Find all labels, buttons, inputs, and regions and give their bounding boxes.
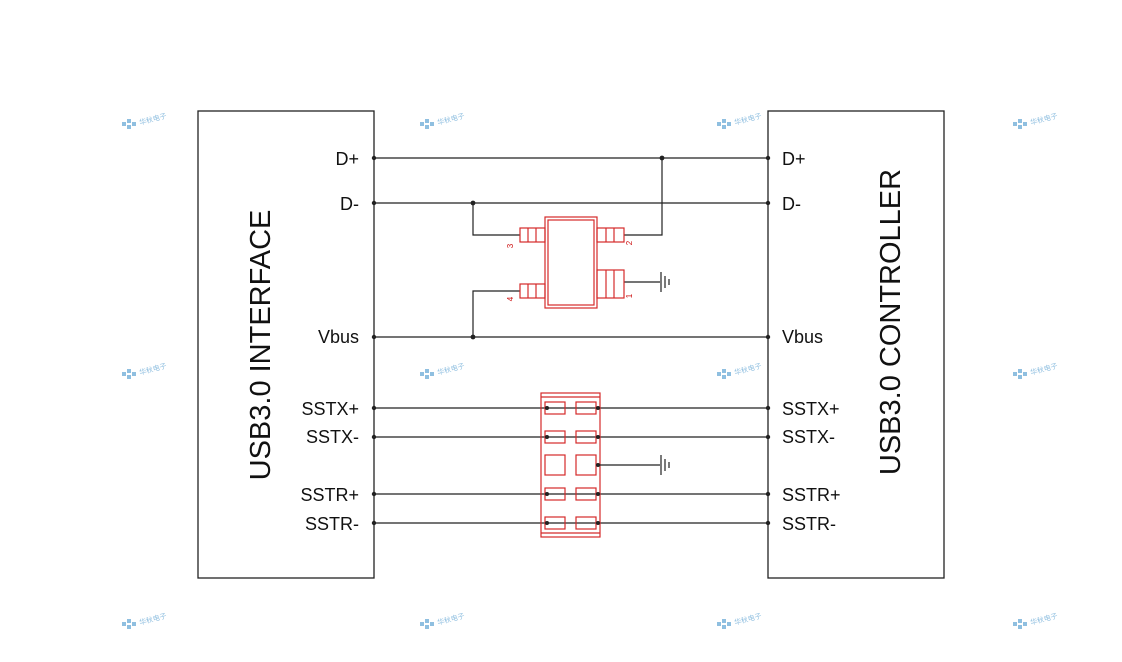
watermark-logo: 华秋电子 bbox=[420, 111, 466, 129]
svg-text:华秋电子: 华秋电子 bbox=[733, 611, 762, 627]
svg-text:华秋电子: 华秋电子 bbox=[1029, 361, 1058, 377]
right-pin-label-sstx-plus: SSTX+ bbox=[782, 399, 840, 419]
svg-text:华秋电子: 华秋电子 bbox=[138, 361, 167, 377]
watermark-logo: 华秋电子 bbox=[717, 361, 763, 379]
watermark-logo: 华秋电子 bbox=[1013, 611, 1059, 629]
svg-text:华秋电子: 华秋电子 bbox=[1029, 111, 1058, 127]
watermark-logo: 华秋电子 bbox=[717, 611, 763, 629]
left-pin-label-sstr-minus: SSTR- bbox=[305, 514, 359, 534]
watermark-logo: 华秋电子 bbox=[1013, 111, 1059, 129]
usb-interface-block bbox=[197, 110, 375, 579]
right-pin-label-dplus: D+ bbox=[782, 149, 806, 169]
watermark-logo: 华秋电子 bbox=[122, 111, 168, 129]
left-pin-label-sstx-minus: SSTX- bbox=[306, 427, 359, 447]
svg-text:华秋电子: 华秋电子 bbox=[733, 361, 762, 377]
esd-pin-3-label: 3 bbox=[506, 243, 515, 248]
esd-pin-4-label: 4 bbox=[506, 296, 515, 301]
watermark-logo: 华秋电子 bbox=[420, 611, 466, 629]
usb-controller-title: USB3.0 CONTROLLER bbox=[875, 169, 907, 475]
left-pin-label-dplus: D+ bbox=[335, 149, 359, 169]
watermark-logo: 华秋电子 bbox=[717, 111, 763, 129]
left-pin-label-vbus: Vbus bbox=[318, 327, 359, 347]
left-pin-label-dminus: D- bbox=[340, 194, 359, 214]
svg-text:华秋电子: 华秋电子 bbox=[436, 611, 465, 627]
svg-text:华秋电子: 华秋电子 bbox=[138, 611, 167, 627]
right-pin-label-dminus: D- bbox=[782, 194, 801, 214]
left-pin-label-sstx-plus: SSTX+ bbox=[301, 399, 359, 419]
usb-interface-title: USB3.0 INTERFACE bbox=[245, 210, 277, 481]
esd-pin-2-label: 2 bbox=[625, 240, 634, 245]
watermark-logo: 华秋电子 bbox=[420, 361, 466, 379]
watermark-logo: 华秋电子 bbox=[122, 361, 168, 379]
usb-controller-block bbox=[767, 110, 945, 579]
esd-diode-chip bbox=[519, 216, 625, 309]
svg-text:华秋电子: 华秋电子 bbox=[138, 111, 167, 127]
pin-terminal-dots bbox=[371, 155, 771, 526]
ss-array-pass-dots bbox=[545, 406, 600, 525]
right-pin-label-sstr-minus: SSTR- bbox=[782, 514, 836, 534]
ss-esd-array-chip bbox=[540, 392, 601, 538]
svg-text:华秋电子: 华秋电子 bbox=[436, 361, 465, 377]
svg-text:华秋电子: 华秋电子 bbox=[1029, 611, 1058, 627]
esd-pin-1-label: 1 bbox=[625, 293, 634, 298]
watermark-logo: 华秋电子 bbox=[122, 611, 168, 629]
ground-symbol-top bbox=[660, 272, 670, 292]
right-pin-label-sstx-minus: SSTX- bbox=[782, 427, 835, 447]
svg-text:华秋电子: 华秋电子 bbox=[733, 111, 762, 127]
right-pin-label-sstr-plus: SSTR+ bbox=[782, 485, 841, 505]
watermark-logo: 华秋电子 bbox=[1013, 361, 1059, 379]
svg-text:华秋电子: 华秋电子 bbox=[436, 111, 465, 127]
left-pin-label-sstr-plus: SSTR+ bbox=[300, 485, 359, 505]
ground-symbol-bottom bbox=[660, 455, 670, 475]
esd-chip-wiring bbox=[470, 155, 665, 340]
right-pin-label-vbus: Vbus bbox=[782, 327, 823, 347]
